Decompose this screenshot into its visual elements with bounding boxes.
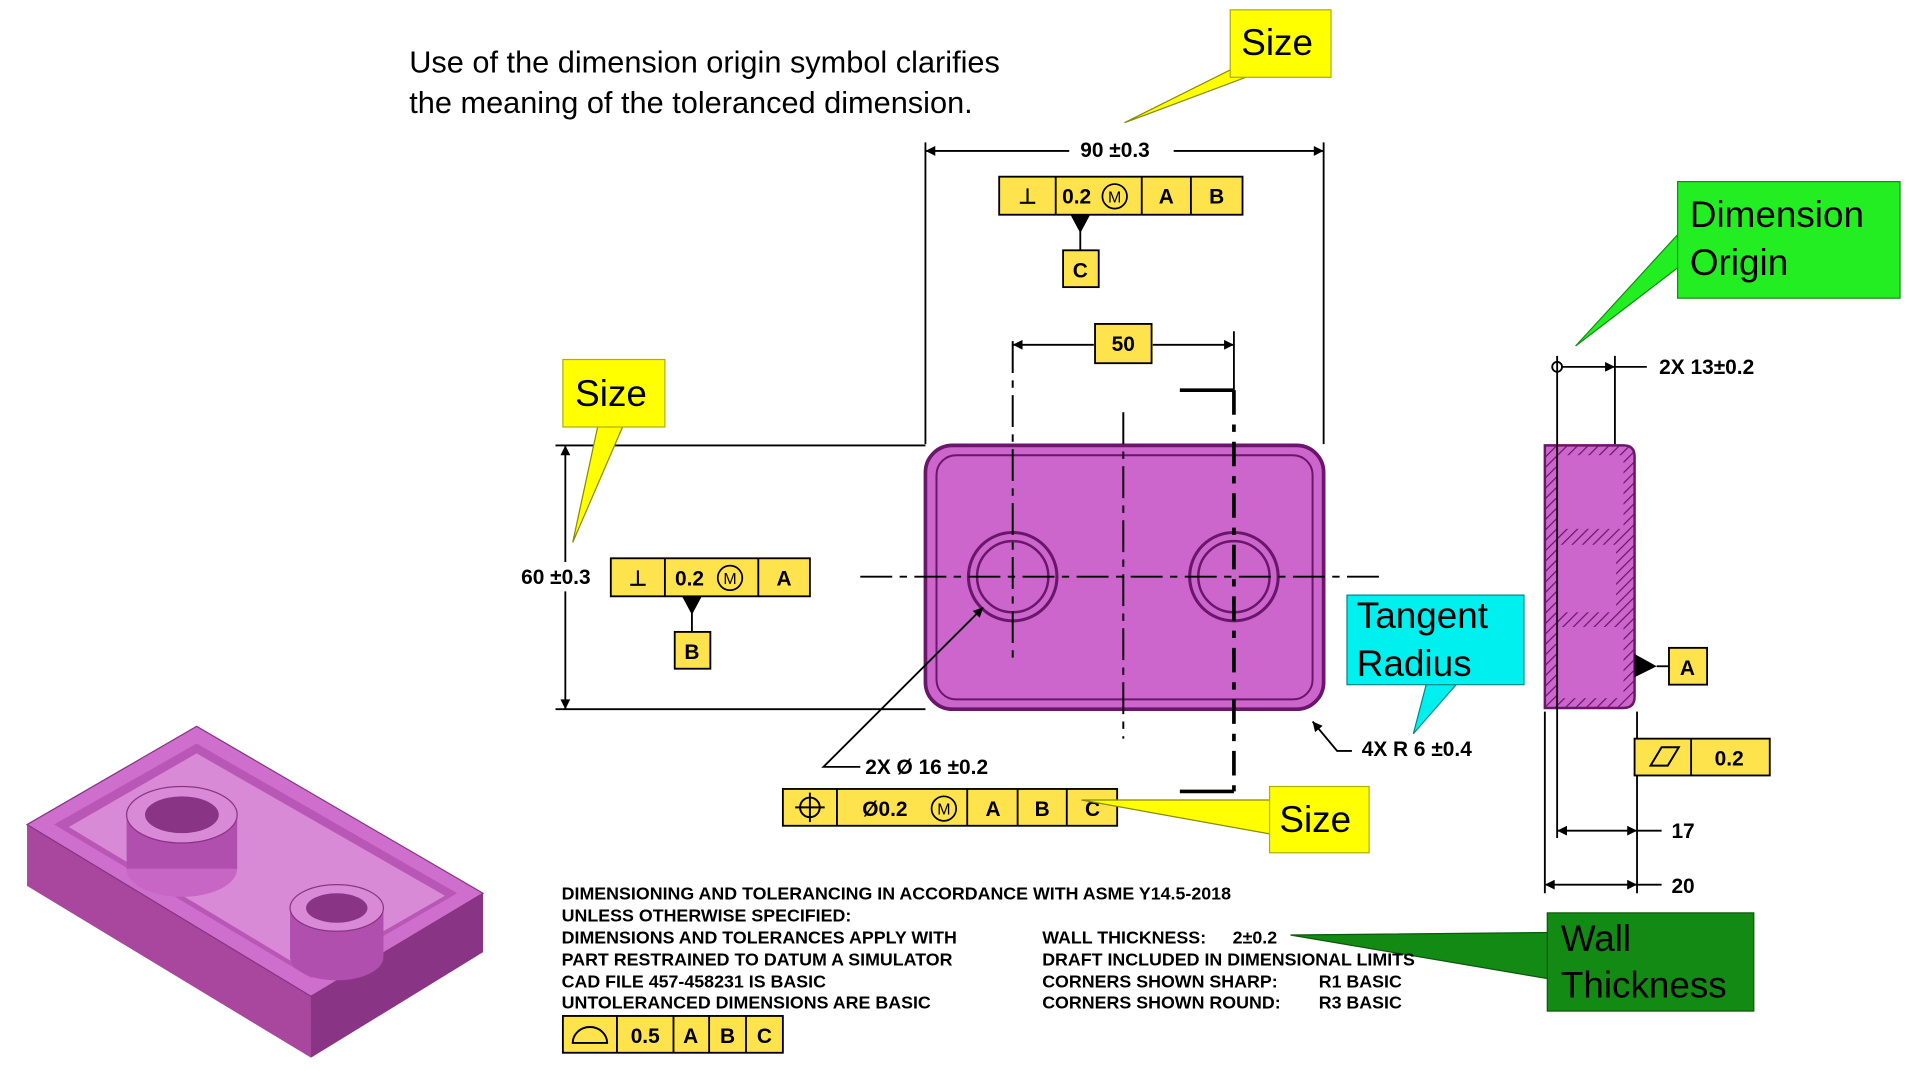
fcf-flatness: 0.2 — [1633, 737, 1771, 777]
datum-c-label: C — [1073, 259, 1088, 282]
fcf-top-mmc-icon — [1101, 183, 1128, 210]
callout-size-bottom: Size — [1081, 785, 1370, 854]
datum-b-label: B — [684, 641, 699, 664]
callout-dimension-origin: Dimension Origin — [1575, 180, 1901, 347]
dimension-lines — [555, 142, 1352, 768]
fcf-top-tolerance: 0.2 — [1062, 186, 1091, 209]
fcf-left-perpendicularity-icon: ⊥ — [629, 567, 647, 590]
note-line-5: CAD FILE 457-458231 IS BASIC — [562, 972, 826, 992]
note-round-label: CORNERS SHOWN ROUND: — [1042, 993, 1280, 1013]
note-wall-label: WALL THICKNESS: — [1042, 928, 1206, 948]
dim-hole-spacing: 50 — [1112, 333, 1135, 356]
fcf-top: ⊥ 0.2 M A B C — [998, 175, 1244, 289]
note-line-2: UNLESS OTHERWISE SPECIFIED: — [562, 905, 852, 925]
fcf-left-datum-1: A — [777, 567, 792, 590]
callout-size-top-text: Size — [1241, 22, 1313, 63]
fcf-left: ⊥ 0.2 M A B — [609, 557, 811, 670]
note-line-6: UNTOLERANCED DIMENSIONS ARE BASIC — [562, 993, 931, 1013]
callout-size-top: Size — [1124, 9, 1332, 124]
note-draft-label: DRAFT INCLUDED IN DIMENSIONAL LIMITS — [1042, 950, 1415, 970]
callout-dimension-origin-line2: Origin — [1690, 242, 1788, 283]
dim-height: 60 ±0.3 — [521, 566, 591, 589]
fcf-profile-datum-3: C — [757, 1025, 772, 1048]
position-icon — [795, 792, 825, 823]
fcf-position-tolerance: Ø0.2 — [862, 798, 907, 821]
datum-a-label: A — [1680, 657, 1695, 680]
note-line-4: PART RESTRAINED TO DATUM A SIMULATOR — [562, 950, 953, 970]
isometric-part-view — [25, 725, 485, 1058]
fcf-profile-datum-1: A — [683, 1025, 698, 1048]
fcf-left-mmc: M — [723, 571, 736, 588]
fcf-top-mmc: M — [1108, 189, 1121, 206]
dim-hole-spacing-box: 50 — [1094, 323, 1153, 365]
callout-tangent-radius-line2: Radius — [1357, 643, 1472, 684]
fcf-position-mmc: M — [937, 802, 950, 819]
front-view — [860, 341, 1387, 794]
fcf-profile-datum-2: B — [720, 1025, 735, 1048]
callout-size-bottom-text: Size — [1279, 799, 1351, 840]
flatness-icon — [1648, 746, 1681, 767]
dim-holes: 2X Ø 16 ±0.2 — [865, 756, 988, 779]
notes-right: WALL THICKNESS: 2±0.2 DRAFT INCLUDED IN … — [1042, 928, 1415, 1013]
intro-line-2: the meaning of the toleranced dimension. — [409, 85, 972, 120]
centerlines — [860, 341, 1387, 739]
fcf-profile: 0.5 A B C — [561, 1015, 784, 1054]
note-sharp-label: CORNERS SHOWN SHARP: — [1042, 972, 1278, 992]
dim-width: 90 ±0.3 — [1080, 139, 1150, 162]
callout-tangent-radius: Tangent Radius — [1346, 594, 1525, 735]
side-dimension-lines — [1543, 355, 1662, 894]
fcf-position-datum-2: B — [1035, 798, 1050, 821]
fcf-left-mmc-icon — [716, 564, 744, 592]
dim-boss-height: 2X 13±0.2 — [1659, 356, 1754, 379]
fcf-left-tolerance: 0.2 — [675, 567, 704, 590]
fcf-position: Ø0.2 M A B C — [781, 788, 1119, 827]
side-view: A — [1543, 444, 1709, 710]
callout-tangent-radius-line1: Tangent — [1357, 595, 1488, 636]
callout-dimension-origin-line1: Dimension — [1690, 194, 1864, 235]
note-wall-value: 2±0.2 — [1233, 928, 1278, 948]
fcf-top-datum-1: A — [1159, 186, 1174, 209]
dim-overall-depth: 20 — [1671, 875, 1694, 898]
fcf-flatness-tolerance: 0.2 — [1715, 748, 1744, 771]
datum-c-plane — [1179, 388, 1236, 794]
fcf-position-mmc-icon — [930, 795, 958, 822]
callout-wall-thickness-line2: Thickness — [1561, 965, 1727, 1006]
fcf-top-perpendicularity-icon: ⊥ — [1018, 186, 1036, 209]
note-round-value: R3 BASIC — [1319, 993, 1402, 1013]
iso-boss-right — [289, 884, 385, 981]
callout-wall-thickness: Wall Thickness — [1290, 912, 1755, 1012]
callout-size-left-text: Size — [575, 373, 647, 414]
profile-surface-icon — [571, 1026, 609, 1044]
dim-radius: 4X R 6 ±0.4 — [1362, 738, 1472, 761]
notes-left: DIMENSIONING AND TOLERANCING IN ACCORDAN… — [562, 883, 1231, 1012]
intro-line-1: Use of the dimension origin symbol clari… — [409, 44, 1000, 79]
fcf-top-datum-2: B — [1209, 186, 1224, 209]
note-sharp-value: R1 BASIC — [1319, 972, 1402, 992]
callout-size-left: Size — [562, 358, 666, 543]
iso-boss-left — [125, 785, 238, 897]
note-line-1: DIMENSIONING AND TOLERANCING IN ACCORDAN… — [562, 883, 1231, 903]
dim-inner-depth: 17 — [1671, 820, 1694, 843]
fcf-profile-tolerance: 0.5 — [631, 1025, 660, 1048]
callout-wall-thickness-line1: Wall — [1561, 918, 1631, 959]
fcf-position-datum-3: C — [1085, 798, 1100, 821]
note-line-3: DIMENSIONS AND TOLERANCES APPLY WITH — [562, 928, 957, 948]
fcf-position-datum-1: A — [985, 798, 1000, 821]
